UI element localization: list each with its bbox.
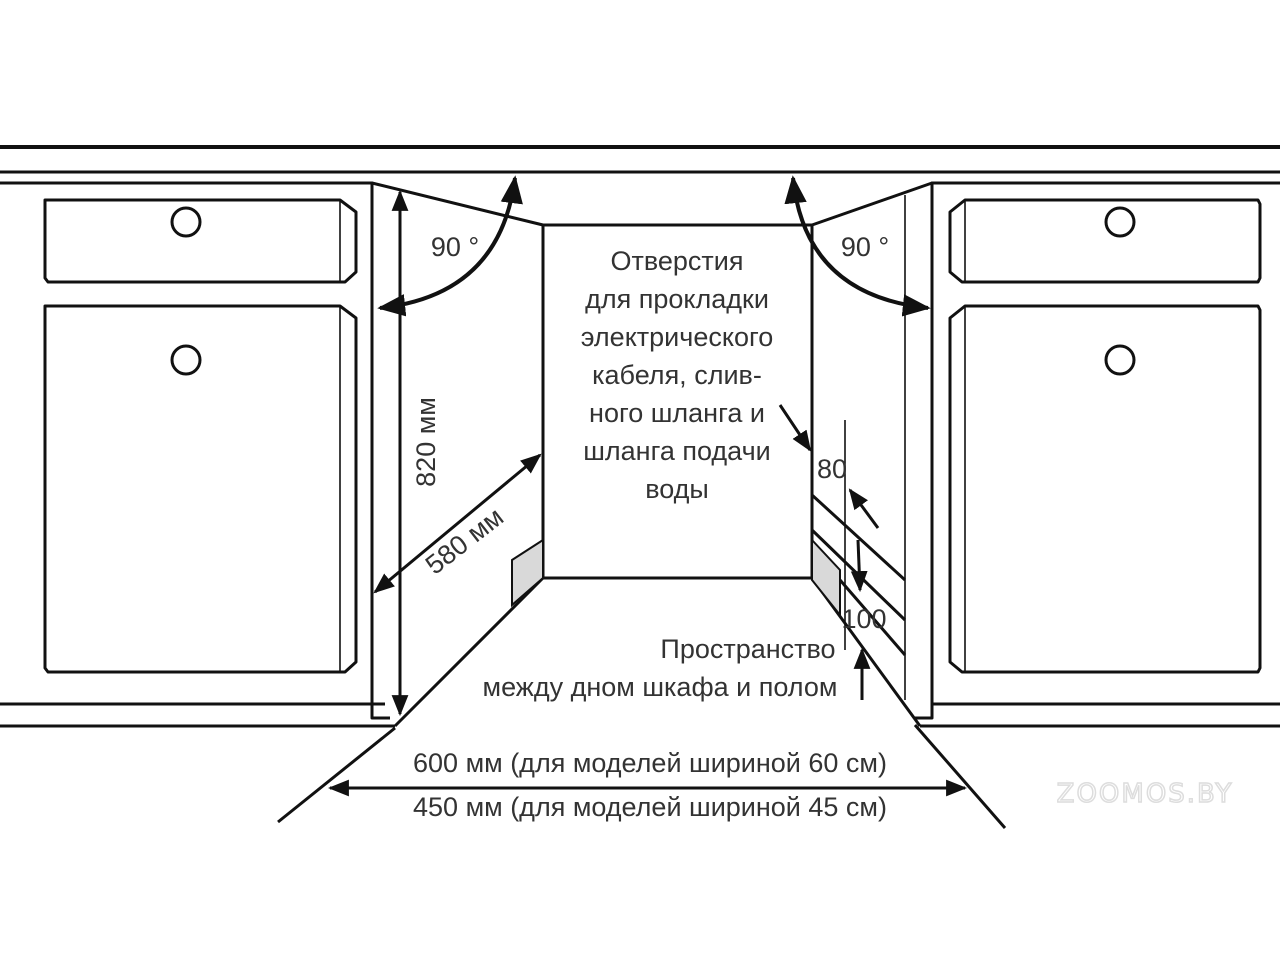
left-cabinet	[0, 181, 395, 728]
note-line: Отверстия	[610, 246, 743, 276]
height-label: 820 мм	[411, 397, 441, 487]
drawer-handle-icon	[1104, 206, 1136, 238]
door-handle-icon	[170, 344, 202, 376]
right-cabinet	[904, 181, 1280, 728]
note-line: Пространство	[660, 634, 835, 664]
watermark-logo: ZOOMOS.BY	[1057, 779, 1234, 809]
plinth-shade-right	[811, 537, 841, 618]
space-note: Пространство между дном шкафа и полом	[483, 634, 838, 702]
countertop	[0, 145, 1280, 174]
angle-left: 90 °	[377, 175, 523, 317]
openings-note: Отверстия для прокладки электрического к…	[581, 246, 812, 504]
dimension-width: 600 мм (для моделей шириной 60 см) 450 м…	[277, 724, 1007, 829]
angle-right: 90 °	[784, 175, 931, 317]
dimension-80: 80	[817, 454, 880, 529]
note-line: шланга подачи	[583, 436, 770, 466]
note-line: ного шланга и	[589, 398, 765, 428]
dim-100-label: 100	[841, 604, 886, 634]
drawer-handle-icon	[170, 206, 202, 238]
dimension-100: 100	[841, 539, 887, 700]
width-60-label: 600 мм (для моделей шириной 60 см)	[413, 748, 887, 778]
note-line: кабеля, слив-	[592, 360, 762, 390]
angle-right-label: 90 °	[841, 232, 889, 262]
depth-label: 580 мм	[420, 501, 509, 580]
dimension-820: 820 мм	[391, 189, 441, 717]
door-handle-icon	[1104, 344, 1136, 376]
note-line: для прокладки	[585, 284, 769, 314]
dim-80-label: 80	[817, 454, 847, 484]
angle-left-label: 90 °	[431, 232, 479, 262]
width-45-label: 450 мм (для моделей шириной 45 см)	[413, 792, 887, 822]
note-line: между дном шкафа и полом	[483, 672, 838, 702]
note-line: электрического	[581, 322, 774, 352]
note-line: воды	[645, 474, 709, 504]
